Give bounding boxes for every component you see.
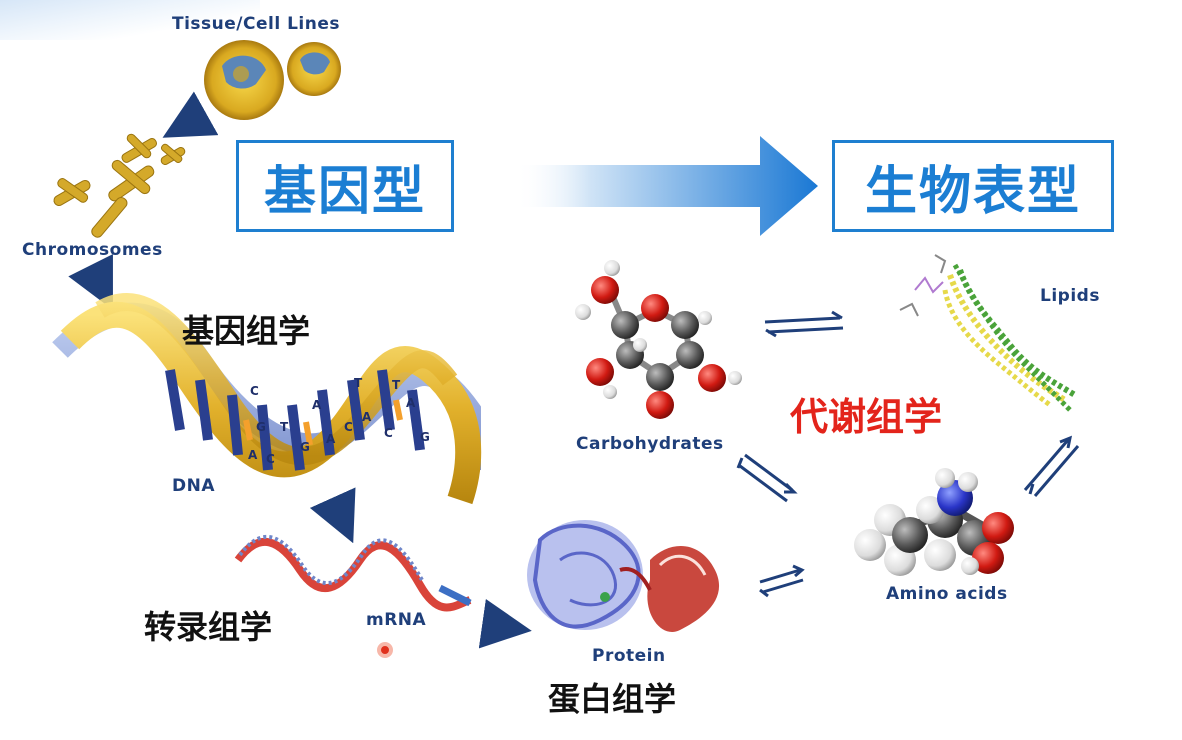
dna-base-letter: A <box>406 396 416 410</box>
lipids-label: Lipids <box>1040 286 1100 306</box>
mrna-label: mRNA <box>366 610 427 630</box>
dna-base-letter: C <box>384 426 393 440</box>
dna-base-letter: G <box>256 420 266 434</box>
tissue-label: Tissue/Cell Lines <box>172 14 340 34</box>
flow-arrows <box>68 91 532 649</box>
dna-base-letter: G <box>420 430 430 444</box>
metabolomics-label: 代谢组学 <box>790 395 943 439</box>
lipids-image <box>899 254 1077 412</box>
dna-base-letter: C <box>250 384 259 398</box>
dna-base-letter: G <box>300 440 310 454</box>
equilibrium-arrows <box>736 310 1080 598</box>
corner-decoration <box>0 0 260 40</box>
protein-label: Protein <box>592 646 666 666</box>
cell-image <box>204 40 341 120</box>
mrna-strand-image <box>234 534 472 612</box>
carbohydrates-label: Carbohydrates <box>576 434 724 454</box>
dna-base-letter: T <box>280 420 289 434</box>
red-dot-marker <box>377 642 393 658</box>
phenotype-label: 生物表型 <box>864 161 1081 222</box>
dna-base-letter: A <box>326 432 336 446</box>
carbohydrate-molecule-image <box>575 260 742 419</box>
dna-base-letter: T <box>354 376 363 390</box>
proteomics-label: 蛋白组学 <box>548 680 677 718</box>
equilibrium-arrow-carb-amino <box>736 453 798 503</box>
genotype-to-phenotype-arrow <box>515 136 818 236</box>
genomics-label: 基因组学 <box>182 312 311 350</box>
phenotype-box: 生物表型 <box>832 140 1114 232</box>
dna-base-letter: C <box>344 420 353 434</box>
dna-base-letter: A <box>362 410 372 424</box>
chromosomes-label: Chromosomes <box>22 240 163 260</box>
genotype-label: 基因型 <box>263 161 426 222</box>
equilibrium-arrow-carb-lipids <box>764 310 844 338</box>
genotype-box: 基因型 <box>236 140 454 232</box>
base-pair-highlights <box>243 399 403 446</box>
chromosomes-image <box>53 133 186 238</box>
amino-acids-label: Amino acids <box>886 584 1008 604</box>
dna-base-letter: A <box>312 398 322 412</box>
transcriptomics-label: 转录组学 <box>144 608 273 646</box>
equilibrium-arrow-lipids-amino <box>1023 435 1080 497</box>
dna-label: DNA <box>172 476 215 496</box>
protein-image <box>527 520 720 632</box>
dna-base-letter: C <box>266 452 275 466</box>
dna-base-letter: T <box>392 378 401 392</box>
dna-helix-image <box>52 293 482 505</box>
dna-base-letter: A <box>248 448 258 462</box>
amino-acid-molecule-image <box>854 468 1014 576</box>
base-pairs <box>165 369 425 471</box>
equilibrium-arrow-protein-amino <box>759 564 805 598</box>
